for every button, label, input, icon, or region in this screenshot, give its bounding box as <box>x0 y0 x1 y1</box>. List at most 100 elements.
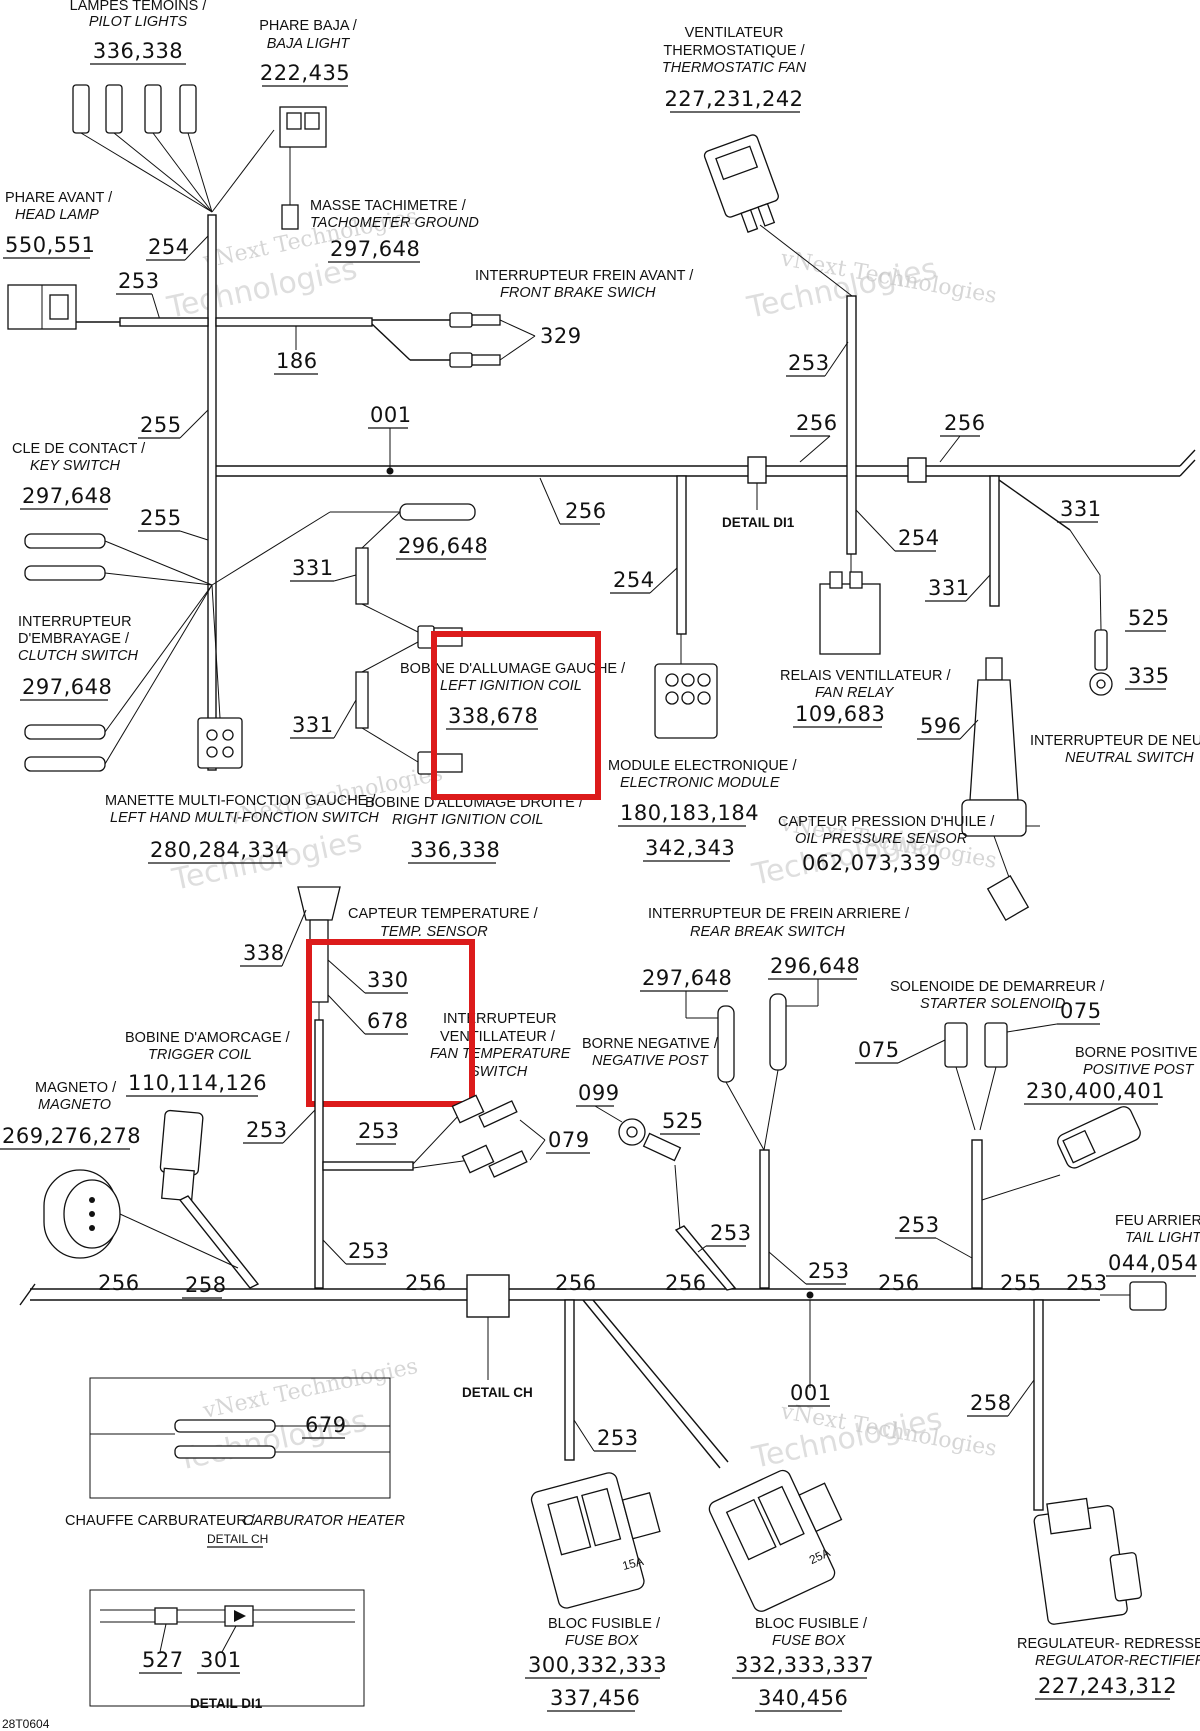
wire-678: 678 <box>367 1009 409 1033</box>
svg-text:INTERRUPTEUR: INTERRUPTEUR <box>18 614 132 630</box>
svg-text:KEY SWITCH: KEY SWITCH <box>30 458 120 474</box>
starter-solenoid-label: SOLENOIDE DE DEMARREUR / STARTER SOLENOI… <box>890 979 1105 1012</box>
key-switch-label: CLE DE CONTACT / KEY SWITCH 297,648 <box>12 441 146 510</box>
pilot-lights-label: LAMPES TEMOINS / PILOT LIGHTS 336,338 <box>70 0 208 65</box>
wire-253-temp: 253 <box>246 1118 288 1142</box>
left-multi-label: MANETTE MULTI-FONCTION GAUCHE / LEFT HAN… <box>105 793 379 864</box>
baja-light-connector-icon <box>279 106 327 230</box>
svg-text:BORNE NEGATIVE /: BORNE NEGATIVE / <box>582 1036 719 1052</box>
svg-text:PILOT LIGHTS: PILOT LIGHTS <box>89 14 188 30</box>
wire-253-top-left: 253 <box>118 269 160 293</box>
clutch-switch-terminals <box>24 584 213 772</box>
svg-text:297,648: 297,648 <box>22 484 112 508</box>
starter-solenoid-connectors <box>944 1022 1008 1131</box>
trigger-coil-label: BOBINE D'AMORCAGE / TRIGGER COIL 110,114… <box>125 1030 291 1097</box>
svg-text:FUSE BOX: FUSE BOX <box>565 1633 640 1649</box>
svg-text:FUSE BOX: FUSE BOX <box>772 1633 847 1649</box>
fuse-box-1-icon: 15A <box>530 1472 661 1609</box>
negative-post-label: BORNE NEGATIVE / NEGATIVE POST <box>582 1036 719 1069</box>
positive-post-label: BORNE POSITIVE / POSITIVE POST 230,400,4… <box>1024 1045 1200 1105</box>
svg-text:D'EMBRAYAGE /: D'EMBRAYAGE / <box>18 631 130 647</box>
wire-258-trigger: 258 <box>185 1273 227 1297</box>
wire-256-lower-mid: 256 <box>665 1271 707 1295</box>
svg-text:269,276,278: 269,276,278 <box>2 1124 141 1148</box>
svg-text:300,332,333: 300,332,333 <box>528 1653 667 1677</box>
wire-256-lower-c: 256 <box>555 1271 597 1295</box>
left-trunk-fanout <box>211 511 400 719</box>
svg-text:MAGNETO /: MAGNETO / <box>35 1080 117 1096</box>
head-lamp-branch <box>119 317 209 327</box>
svg-text:062,073,339: 062,073,339 <box>802 851 941 875</box>
starter-solenoid-branch <box>971 1139 983 1289</box>
fuse-box-2-icon: 25A <box>708 1469 843 1612</box>
svg-text:SWITCH: SWITCH <box>470 1064 528 1080</box>
svg-text:CLUTCH SWITCH: CLUTCH SWITCH <box>18 648 139 664</box>
svg-text:THERMOSTATIQUE /: THERMOSTATIQUE / <box>663 43 805 59</box>
wire-255-lower: 255 <box>140 506 182 530</box>
diagram-id: 28T0604 <box>2 1717 50 1731</box>
svg-text:BLOC FUSIBLE /: BLOC FUSIBLE / <box>548 1616 661 1632</box>
wire-079: 079 <box>548 1128 590 1152</box>
fuse-box-1-label: BLOC FUSIBLE / FUSE BOX 300,332,333 337,… <box>525 1616 667 1712</box>
oil-pressure-sensor-icon <box>961 657 1040 921</box>
temp-sensor-branch <box>314 1019 324 1289</box>
svg-text:230,400,401: 230,400,401 <box>1026 1079 1165 1103</box>
detail-ch-callout: DETAIL CH <box>462 1385 533 1400</box>
right-coil-label: BOBINE D'ALLUMAGE DROITE / RIGHT IGNITIO… <box>365 795 584 864</box>
wire-253-solenoid: 253 <box>898 1213 940 1237</box>
svg-text:INTERRUPTEUR: INTERRUPTEUR <box>443 1011 557 1027</box>
negative-post-terminal-icon <box>594 1105 682 1231</box>
svg-text:180,183,184: 180,183,184 <box>620 801 759 825</box>
svg-text:NEUTRAL SWITCH: NEUTRAL SWITCH <box>1065 750 1194 766</box>
svg-text:227,243,312: 227,243,312 <box>1038 1674 1177 1698</box>
magneto-connector-icon <box>43 1169 121 1259</box>
wire-331-neutral: 331 <box>1060 497 1102 521</box>
svg-text:280,284,334: 280,284,334 <box>150 838 289 862</box>
svg-text:297,648: 297,648 <box>22 675 112 699</box>
svg-text:FRONT BRAKE SWICH: FRONT BRAKE SWICH <box>500 285 656 301</box>
svg-text:REGULATEUR- REDRESSEUR /: REGULATEUR- REDRESSEUR / <box>1017 1636 1200 1652</box>
fan-relay-branch <box>846 295 857 555</box>
wire-258-regulator: 258 <box>970 1391 1012 1415</box>
wire-331-upper-coil: 331 <box>292 556 334 580</box>
wire-253-top-right: 253 <box>788 351 830 375</box>
wire-253-tail: 253 <box>1066 1271 1108 1295</box>
svg-text:MODULE ELECTRONIQUE /: MODULE ELECTRONIQUE / <box>608 758 797 774</box>
svg-text:RELAIS VENTILLATEUR /: RELAIS VENTILLATEUR / <box>780 668 952 684</box>
watermark-2: vNext Technologies Technologies <box>743 246 998 326</box>
wire-075-left: 075 <box>858 1038 900 1062</box>
svg-text:BOBINE D'AMORCAGE /: BOBINE D'AMORCAGE / <box>125 1030 291 1046</box>
wire-330: 330 <box>367 968 409 992</box>
detail-di1-callout: DETAIL DI1 <box>722 515 795 530</box>
negative-post-branch <box>674 1225 737 1291</box>
regulator-branch <box>1033 1299 1044 1511</box>
svg-text:110,114,126: 110,114,126 <box>128 1071 267 1095</box>
wire-099: 099 <box>578 1081 620 1105</box>
svg-text:THERMOSTATIC FAN: THERMOSTATIC FAN <box>662 60 807 76</box>
rear-brake-branch <box>759 1149 770 1289</box>
svg-text:MASSE TACHIMETRE /: MASSE TACHIMETRE / <box>310 198 467 214</box>
svg-text:LEFT IGNITION COIL: LEFT IGNITION COIL <box>440 678 582 694</box>
fan-temp-switch-label: INTERRUPTEUR VENTILLATEUR / FAN TEMPERAT… <box>430 1011 571 1080</box>
wire-256-upper-b: 256 <box>944 411 986 435</box>
svg-text:301: 301 <box>200 1648 242 1672</box>
svg-text:MAGNETO: MAGNETO <box>38 1097 111 1113</box>
wire-254-top-left: 254 <box>148 235 190 259</box>
tail-light-label: FEU ARRIERE / TAIL LIGHT 044,054 <box>1106 1213 1200 1277</box>
svg-text:15A: 15A <box>621 1554 645 1573</box>
rear-brake-label: INTERRUPTEUR DE FREIN ARRIERE / REAR BRE… <box>648 906 910 940</box>
svg-text:338,678: 338,678 <box>448 704 538 728</box>
wire-296-648-rear: 296,648 <box>770 954 860 978</box>
svg-text:PHARE BAJA /: PHARE BAJA / <box>259 18 357 34</box>
wire-331-oil: 331 <box>928 576 970 600</box>
svg-text:LAMPES TEMOINS /: LAMPES TEMOINS / <box>70 0 208 14</box>
fuse-box-2-label: BLOC FUSIBLE / FUSE BOX 332,333,337 340,… <box>732 1616 874 1712</box>
wire-256-lower-b: 256 <box>405 1271 447 1295</box>
watermark-6: vNext Technologies Technologies <box>748 1399 998 1476</box>
svg-text:LEFT HAND MULTI-FONCTION SWITC: LEFT HAND MULTI-FONCTION SWITCH <box>110 810 379 826</box>
svg-text:TEMP. SENSOR: TEMP. SENSOR <box>380 924 488 940</box>
key-switch-terminals <box>24 533 213 586</box>
electronic-module-branch <box>676 475 687 635</box>
wire-329: 329 <box>540 324 582 348</box>
